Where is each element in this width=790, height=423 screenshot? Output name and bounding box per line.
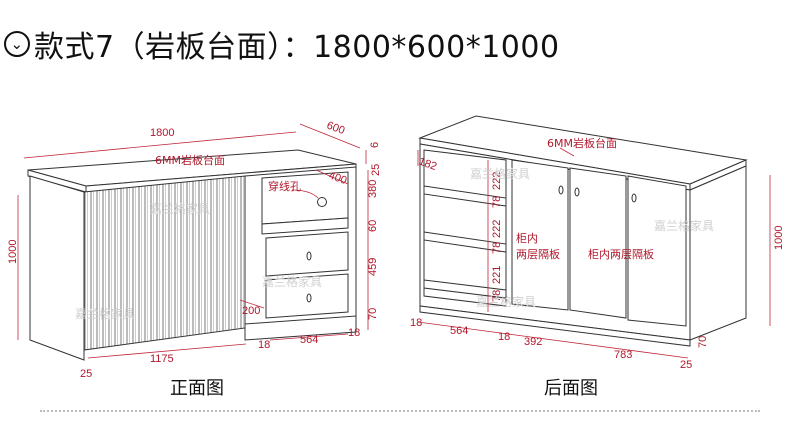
back-dim-222b: 222	[491, 220, 503, 238]
back-caption: 后面图	[544, 378, 598, 399]
door-handle-icon	[558, 185, 564, 195]
front-left-panel	[29, 175, 85, 361]
back-door-3	[627, 175, 687, 327]
back-dim-base-70: 70	[697, 336, 709, 348]
front-dim-side-gap: 25	[370, 164, 382, 176]
front-dim-cubby-inner: 200	[242, 305, 260, 317]
back-dim-783: 783	[614, 349, 632, 361]
back-label-left-line1: 柜内	[516, 231, 538, 245]
front-dim-depth: 600	[325, 120, 346, 138]
front-watermark: 嘉兰格家具	[75, 306, 135, 321]
back-dim-mid-18: 18	[498, 331, 510, 343]
back-side	[689, 165, 747, 341]
front-dim-open-height: 380	[367, 180, 379, 198]
back-shelf-3	[423, 279, 507, 299]
cable-hole-label: 穿线孔	[268, 179, 301, 193]
back-top-label: 6MM岩板台面	[547, 136, 617, 150]
back-base	[419, 305, 691, 347]
back-label-right: 柜内两层隔板	[588, 247, 654, 261]
back-dim-78a: 78	[491, 196, 503, 208]
back-dim-78c: 78	[491, 290, 503, 302]
front-view: 6MM岩板台面 1800 600 6 25 380 60 459 70 1000…	[7, 120, 382, 399]
back-door-2	[569, 167, 627, 319]
back-door-1	[511, 159, 569, 311]
back-watermark: 嘉兰格家具	[654, 218, 714, 233]
front-watermark: 嘉兰格家具	[262, 274, 322, 289]
cable-hole-icon	[317, 197, 327, 207]
page-title: ⌄ 款式7（岩板台面）：1800*600*1000	[4, 24, 560, 65]
back-dim-right-25: 25	[680, 359, 692, 371]
front-cubby-shelf	[261, 217, 349, 235]
front-dim-base-height: 70	[367, 308, 379, 320]
back-label-left-line2: 两层隔板	[516, 247, 560, 261]
back-dim-221: 221	[491, 266, 503, 284]
title-text: 款式7（岩板台面）：1800*600*1000	[34, 30, 560, 65]
back-dim-78b: 78	[491, 242, 503, 254]
front-dim-left-overhang: 25	[80, 368, 92, 380]
back-watermark: 嘉兰格家具	[470, 166, 530, 181]
front-dim-side-18b: 18	[348, 327, 360, 339]
bottom-divider	[40, 410, 760, 412]
front-top-label: 6MM岩板台面	[155, 153, 225, 167]
front-base	[244, 315, 357, 341]
door-handle-icon	[574, 187, 580, 197]
back-view: 6MM岩板台面 182 222 78 222 78 221 78 1000 18…	[410, 115, 785, 399]
front-dim-drawer-height: 459	[367, 258, 379, 276]
back-dim-222a: 222	[491, 172, 503, 190]
front-dim-shelf-gap: 60	[367, 220, 379, 232]
back-shelf-2	[423, 231, 507, 253]
back-dim-392: 392	[524, 336, 542, 348]
front-dim-width: 1800	[150, 127, 174, 139]
back-dim-564: 564	[450, 325, 468, 337]
back-watermark: 嘉兰格家具	[476, 294, 536, 309]
front-watermark: 嘉兰格家具	[150, 201, 210, 216]
front-caption: 正面图	[170, 378, 224, 399]
front-dim-cubby-depth: 400	[327, 170, 348, 188]
door-handle-icon	[631, 193, 637, 203]
front-dim-top-thickness: 6	[369, 142, 381, 148]
front-dim-drawer-width: 564	[300, 334, 318, 346]
back-shelf-1	[423, 185, 507, 207]
back-dim-left-18: 18	[410, 317, 422, 329]
front-dim-height: 1000	[7, 240, 19, 264]
chevron-down-circle-icon: ⌄	[4, 31, 30, 57]
drawer-handle-icon	[306, 293, 312, 303]
drawer-handle-icon	[306, 251, 312, 261]
front-dim-left-width: 1175	[150, 353, 174, 365]
front-dim-side-18a: 18	[258, 339, 270, 351]
back-dim-height: 1000	[773, 226, 785, 250]
back-dim-shelf-top: 182	[417, 156, 438, 174]
